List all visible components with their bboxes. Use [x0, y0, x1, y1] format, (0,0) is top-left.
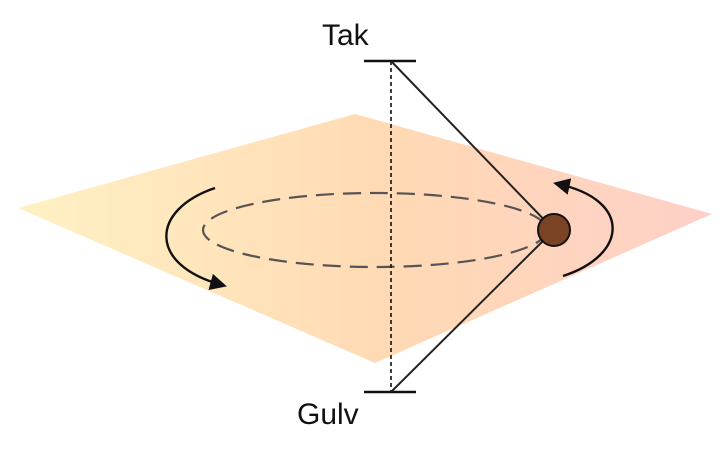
rotation-arrow-right-icon [553, 178, 614, 278]
lower-string [390, 229, 555, 393]
ceiling-label: Tak [322, 19, 369, 52]
upper-string [390, 60, 555, 231]
pendulum-bob [537, 213, 571, 247]
floor-label: Gulv [297, 398, 359, 431]
rotation-arrow-left-icon [165, 186, 227, 291]
horizontal-plane [18, 114, 712, 363]
